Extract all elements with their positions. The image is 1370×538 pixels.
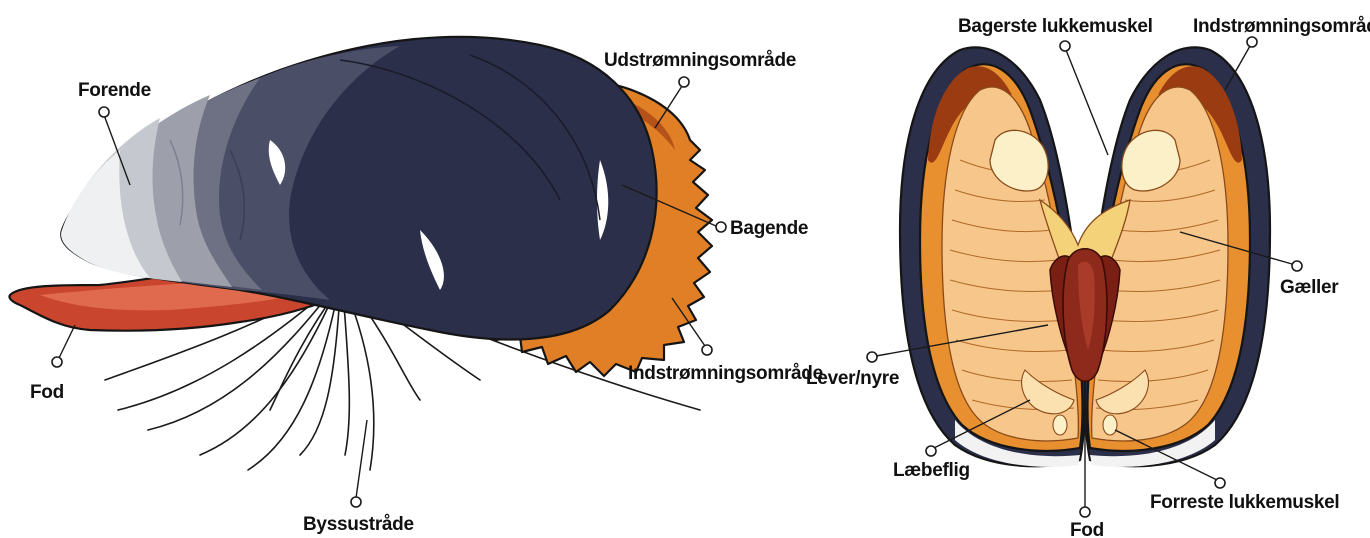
label-forende: Forende: [78, 80, 151, 101]
bagerste-marker: [1060, 41, 1070, 51]
label-indstroemningsomraade-right: Indstrømningsområde: [1193, 16, 1370, 37]
bagende-marker: [716, 222, 726, 232]
label-gaeller: Gæller: [1280, 277, 1339, 298]
byssus-leader: [356, 420, 367, 498]
forende-marker: [99, 107, 109, 117]
fod-marker: [52, 357, 62, 367]
label-fod-left: Fod: [30, 382, 64, 403]
fod-leader: [58, 325, 75, 360]
label-forreste-lukkemuskel: Forreste lukkemuskel: [1150, 492, 1339, 513]
label-udstroemningsomraade: Udstrømningsområde: [604, 50, 796, 71]
indstroemning-left-marker: [702, 345, 712, 355]
external-mussel-illustration: [9, 37, 726, 507]
label-laebeflig: Læbeflig: [893, 460, 970, 481]
bagerste-leader: [1066, 50, 1108, 155]
label-bagerste-lukkemuskel: Bagerste lukkemuskel: [958, 16, 1153, 37]
label-bagende: Bagende: [730, 218, 808, 239]
opened-mussel-illustration: [867, 37, 1302, 517]
label-fod-right: Fod: [1070, 520, 1104, 538]
indstroemning-right-marker: [1247, 37, 1257, 47]
gaeller-marker: [1292, 261, 1302, 271]
label-byssustraade: Byssustråde: [303, 514, 414, 535]
lever-marker: [867, 352, 877, 362]
label-indstroemningsomraade-left: Indstrømningsområde: [628, 363, 823, 384]
byssus-marker: [351, 497, 361, 507]
fod-right-marker: [1080, 507, 1090, 517]
forreste-marker: [1215, 478, 1225, 488]
laebeflig-marker: [926, 446, 936, 456]
label-lever-nyre: Lever/nyre: [806, 368, 899, 389]
udstroemning-marker: [679, 77, 689, 87]
